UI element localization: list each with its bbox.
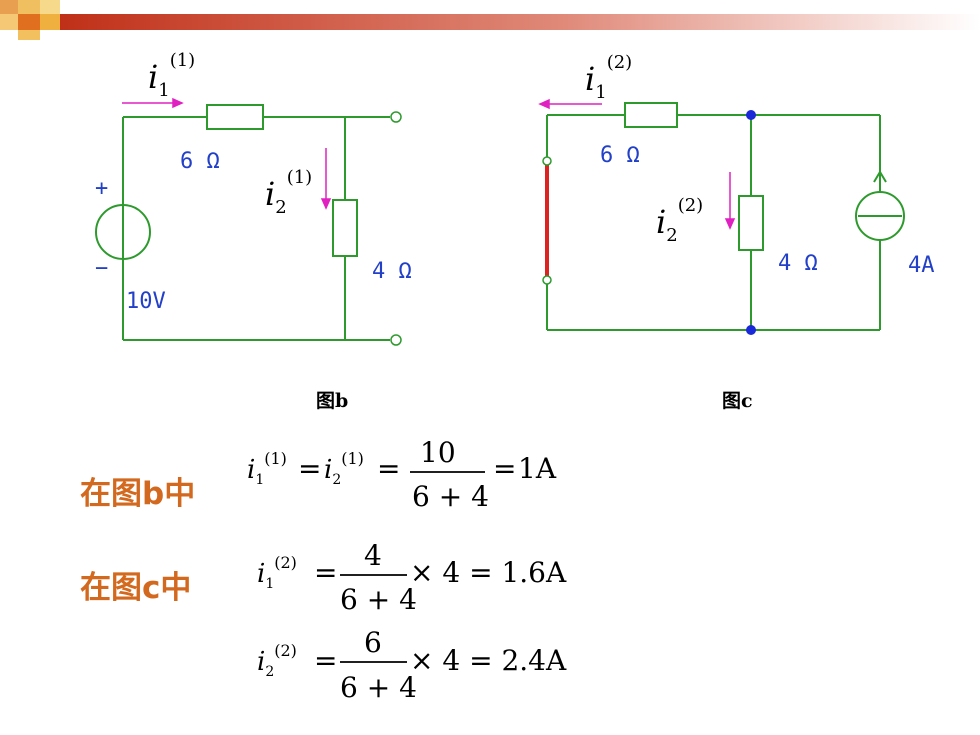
svg-text:6 + 4: 6 + 4 <box>340 583 417 616</box>
resistor-c-4ohm-label: 4 Ω <box>778 251 818 276</box>
current-source-arrow-icon <box>873 170 887 192</box>
source-b-minus: − <box>95 256 108 281</box>
svg-text:10: 10 <box>420 436 456 469</box>
svg-text:4: 4 <box>364 539 382 572</box>
svg-text:× 4 = 2.4A: × 4 = 2.4A <box>410 644 567 677</box>
solution-label-b: 在图b中 <box>80 476 196 512</box>
svg-text:i1(2): i1(2) <box>257 553 297 592</box>
current-source-c-label: 4A <box>908 253 935 278</box>
equations: i1(1) = i2(1) = 10 6 + 4 = 1A i1(2) = 4 … <box>247 436 567 704</box>
svg-text:=: = <box>314 644 337 677</box>
resistor-c-6ohm <box>624 102 678 128</box>
svg-text:6 + 4: 6 + 4 <box>412 480 489 513</box>
svg-text:=: = <box>314 556 337 589</box>
current-c-i2: i2(2) <box>656 195 703 246</box>
svg-text:i2(1): i2(1) <box>324 449 364 488</box>
resistor-b-6ohm-label: 6 Ω <box>180 149 220 174</box>
terminal-b-top <box>390 111 402 123</box>
svg-text:1A: 1A <box>518 452 557 485</box>
svg-text:6 + 4: 6 + 4 <box>340 671 417 704</box>
svg-text:× 4 = 1.6A: × 4 = 1.6A <box>410 556 567 589</box>
circuit-diagrams: + − 10V 6 Ω 4 Ω i1(1) i2(1) <box>95 50 935 346</box>
equation-3: i2(2) = 6 6 + 4 × 4 = 2.4A <box>257 626 567 704</box>
resistor-c-6ohm-label: 6 Ω <box>600 143 640 168</box>
arrow-c-i2 <box>724 172 736 230</box>
svg-text:i2(2): i2(2) <box>257 641 297 680</box>
arrow-b-i1 <box>122 97 184 109</box>
resistor-b-6ohm <box>206 104 264 130</box>
resistor-c-4ohm <box>738 195 764 251</box>
resistor-b-4ohm <box>332 199 358 257</box>
source-b-plus: + <box>95 176 108 201</box>
arrow-b-i2 <box>320 148 332 210</box>
node-c-bottom <box>746 325 756 335</box>
source-b-voltage-label: 10V <box>126 289 166 314</box>
terminal-b-bottom <box>390 334 402 346</box>
current-b-i2: i2(1) <box>265 167 312 218</box>
current-c-i1: i1(2) <box>585 52 632 103</box>
svg-text:=: = <box>377 452 400 485</box>
solution-label-c: 在图c中 <box>80 570 192 606</box>
svg-text:6: 6 <box>364 626 382 659</box>
arrow-c-i1 <box>538 98 602 110</box>
header-gradient <box>60 14 980 30</box>
terminal-c-bottom <box>542 275 552 285</box>
svg-text:i1(1): i1(1) <box>247 449 287 488</box>
terminal-c-top <box>542 156 552 166</box>
figure-c-caption: 图c <box>722 390 753 412</box>
node-c-top <box>746 110 756 120</box>
circuit-b <box>122 116 390 341</box>
logo-squares-icon <box>0 0 60 40</box>
figure-b-caption: 图b <box>316 390 349 412</box>
svg-text:=: = <box>493 452 516 485</box>
circuit-c <box>546 114 881 331</box>
header-bar <box>0 0 980 40</box>
current-b-i1: i1(1) <box>148 50 195 101</box>
svg-text:=: = <box>298 452 321 485</box>
equation-1: i1(1) = i2(1) = 10 6 + 4 = 1A <box>247 436 557 513</box>
resistor-b-4ohm-label: 4 Ω <box>372 259 412 284</box>
equation-2: i1(2) = 4 6 + 4 × 4 = 1.6A <box>257 539 567 616</box>
